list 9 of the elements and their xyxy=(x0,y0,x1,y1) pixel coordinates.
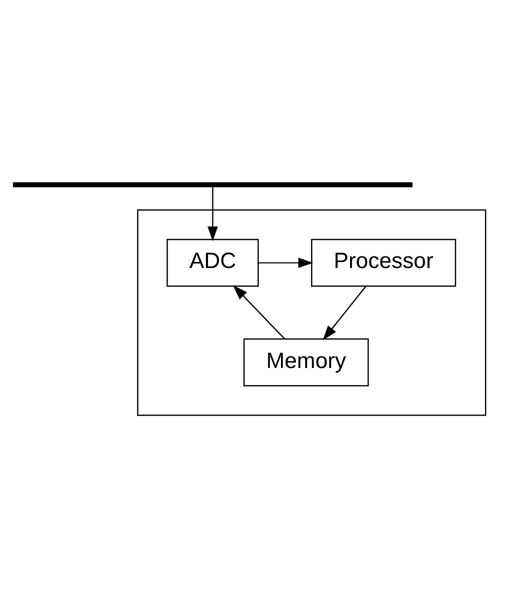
node-box: Memory xyxy=(243,338,369,386)
node-bar xyxy=(12,182,412,188)
arrow xyxy=(208,186,218,242)
arrow xyxy=(322,286,366,340)
node-box: Processor xyxy=(311,238,456,287)
node-box: ADC xyxy=(166,238,259,287)
arrow xyxy=(233,285,286,340)
arrow xyxy=(258,258,314,268)
cluster xyxy=(137,209,486,416)
